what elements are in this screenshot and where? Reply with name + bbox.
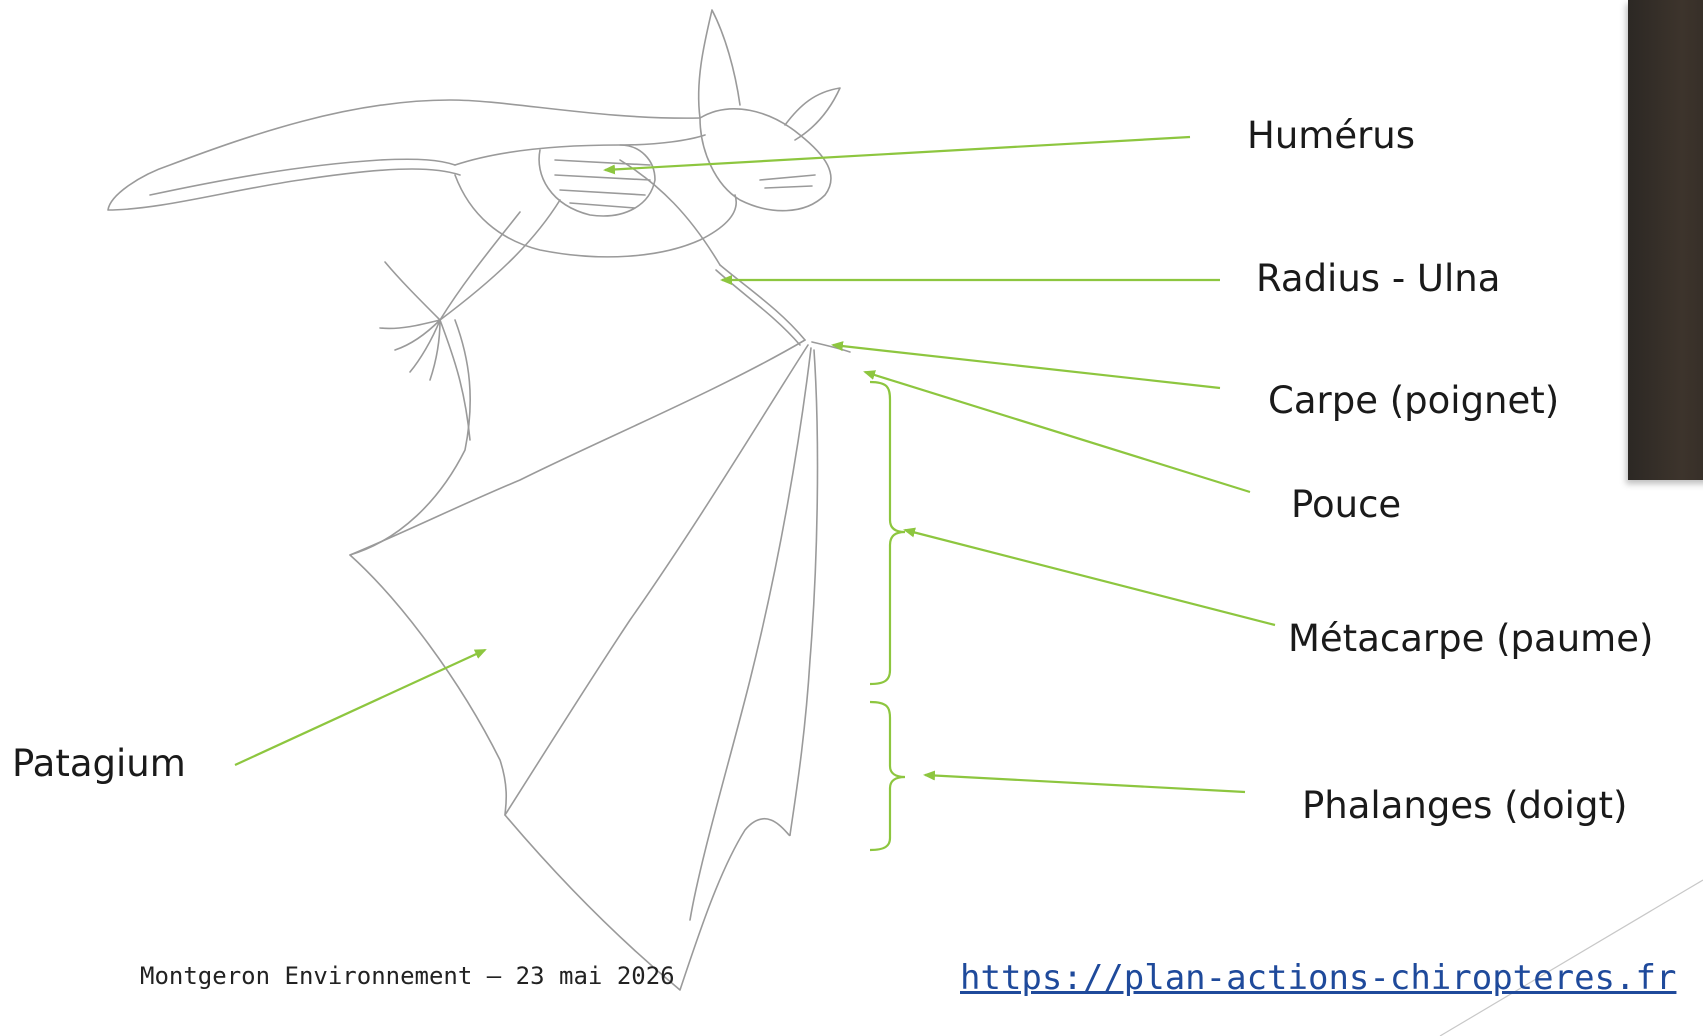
arrow-humerus bbox=[605, 137, 1190, 170]
head-outline bbox=[700, 109, 831, 211]
teeth-outline bbox=[760, 175, 815, 188]
source-link[interactable]: https://plan-actions-chiropteres.fr bbox=[960, 958, 1676, 998]
spine-outline bbox=[455, 135, 705, 165]
bat-outline bbox=[108, 10, 850, 990]
label-phalanges: Phalanges (doigt) bbox=[1302, 787, 1627, 824]
arrow-metacarpe bbox=[905, 530, 1275, 625]
femur-outline bbox=[440, 200, 560, 320]
finger-5 bbox=[790, 350, 817, 835]
tibia-outline bbox=[440, 212, 520, 320]
plagiopatagium-inner bbox=[440, 320, 470, 440]
label-humerus: Humérus bbox=[1247, 117, 1415, 154]
radius-bone bbox=[720, 265, 805, 340]
tail-bone bbox=[150, 159, 455, 195]
finger-2 bbox=[350, 340, 805, 555]
label-metacarpe: Métacarpe (paume) bbox=[1288, 620, 1653, 657]
arrow-patagium bbox=[235, 650, 485, 765]
label-pouce: Pouce bbox=[1291, 486, 1401, 523]
finger-4 bbox=[690, 348, 811, 920]
footer-text: Montgeron Environnement – 23 mai 2026 bbox=[140, 962, 675, 990]
label-carpe: Carpe (poignet) bbox=[1268, 382, 1559, 419]
calcar-outline bbox=[385, 262, 440, 320]
label-patagium: Patagium bbox=[12, 745, 186, 782]
ulna-bone bbox=[716, 270, 800, 345]
humerus-bone bbox=[620, 160, 720, 265]
brace-phalanges bbox=[870, 702, 905, 850]
label-radius-ulna: Radius - Ulna bbox=[1256, 260, 1500, 297]
annotation-arrows bbox=[235, 137, 1275, 850]
arrow-carpe bbox=[833, 345, 1220, 388]
brace-metacarpe bbox=[870, 382, 905, 684]
arrow-pouce bbox=[865, 372, 1250, 492]
foot-claws bbox=[380, 320, 440, 380]
left-ear-outline bbox=[699, 10, 740, 118]
right-ear-outline bbox=[785, 88, 840, 140]
wing-membrane-edge bbox=[350, 320, 790, 990]
arrow-phalanges bbox=[925, 775, 1245, 792]
